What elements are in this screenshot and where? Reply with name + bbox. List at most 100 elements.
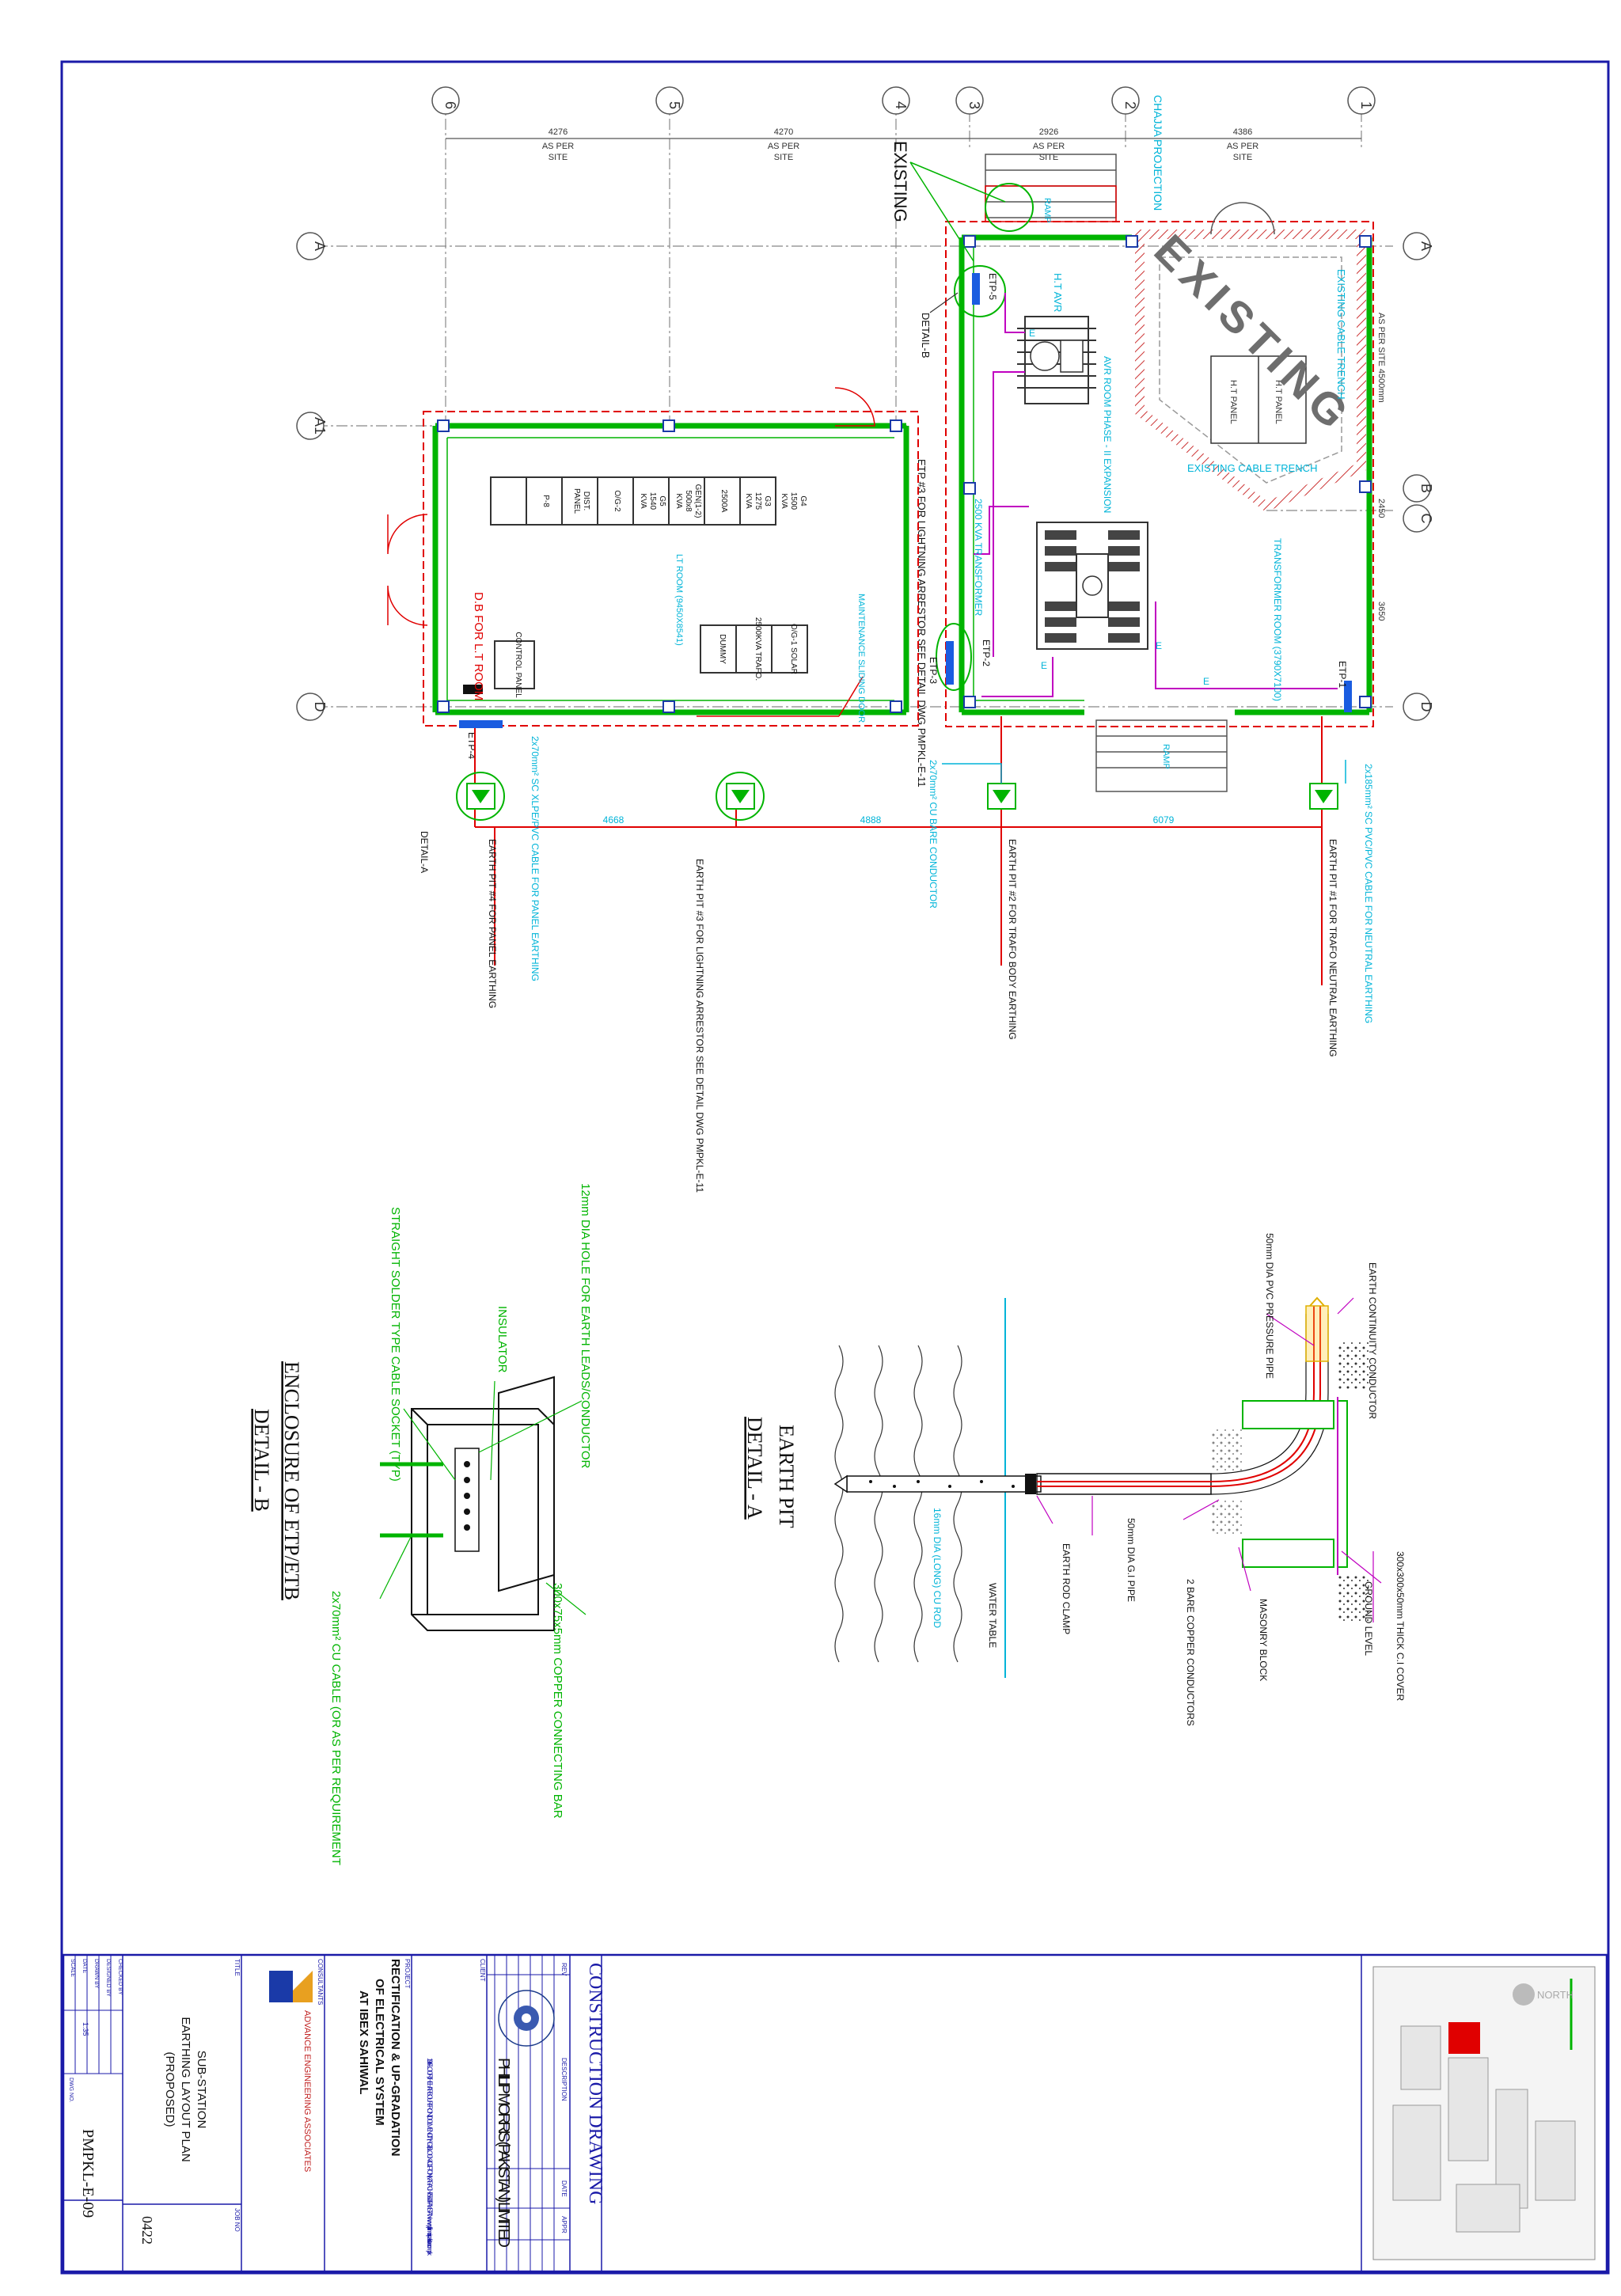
dim-4270-note: AS PER [768,142,799,151]
dim-4386-note: AS PER [1227,142,1258,151]
key-plan-highlight [1448,2022,1480,2054]
existing-trench-h: EXISTING CABLE TRENCH [1187,462,1317,474]
dim-2926-site: SITE [1039,153,1058,162]
db-lt-label: D.B FOR L.T ROOM [472,592,485,700]
consultant-logo [269,1971,313,2002]
detail-a-label: DETAIL-A [419,831,430,873]
sheet-border [60,60,1610,2275]
chajja-label: CHAJJA PROJECTION [1152,95,1164,211]
plan-right-building: H.T PANEL H.T PANEL E E E E EXISTING EXI… [890,95,1374,792]
panel-cable-label: 2x70mm² SC XLPE/PVC CABLE FOR PANEL EART… [530,736,541,981]
grid-row-A: A [312,241,328,251]
title-line-1: SUB-STATION [195,2051,208,2129]
north-arrow-icon [1513,1983,1535,2006]
panel-g5: G51540KVA [639,492,666,510]
lt-room-label: LT ROOM (9450X8541) [674,554,684,646]
etp-5-label: ETP-5 [987,273,998,300]
dist-4668: 4668 [603,814,624,825]
avr-room-label: AVR ROOM PHASE - II EXPANSION [1102,356,1113,513]
dim-2926: 2926 [1039,127,1058,137]
earth-pit-2-label: EARTH PIT #2 FOR TRAFO BODY EARTHING [1007,839,1018,1040]
detail-earth-pit: EARTH CONTINUITY CONDUCTOR 50mm DIA PVC … [743,1233,1406,1726]
client-name: PHILIP MORRIS (PAKISTAN) LIMITED [495,2058,512,2248]
lt-panels [490,476,808,689]
lbl-gi-pipe: 50mm DIA G.I PIPE [1126,1518,1137,1602]
field-scale: SCALE [70,1959,75,1977]
ht-avr-label: H.T AVR [1052,273,1064,312]
panel-dist: DIST.PANEL [572,488,590,514]
panel-g3: G31275KVA [744,492,772,510]
e-marker-1: E [1029,328,1035,339]
grid-row-A-right: A [1418,241,1434,251]
lbl-earth-continuity: EARTH CONTINUITY CONDUCTOR [1367,1262,1378,1419]
lbl-insulator: INSULATOR [495,1306,509,1373]
earth-pit-3-label: EARTH PIT #3 FOR LIGHTNING ARRESTOR SEE … [694,859,705,1193]
lbl-rod-clamp: EARTH ROD CLAMP [1061,1543,1072,1634]
title-block: REV DESCRIPTION DATE APPR CLIENT PROJECT… [62,1953,1608,2273]
client-small-label: CLIENT [479,1959,486,1982]
existing-label: EXISTING [890,141,910,222]
ramp-top-label: RAMP [1042,198,1052,223]
panel-g4: G41500KVA [780,492,807,510]
etp-5-bar [972,273,980,305]
ht-panel-1-label: H.T PANEL [1228,380,1238,424]
etp-2-bar [946,641,954,685]
panel-trafo: 2500KVA TRAFO. [754,617,762,681]
title-small-label: TITLE [233,1959,241,1976]
grid-row-B: B [1418,484,1434,493]
lbl-copper: 2 BARE COPPER CONDUCTORS [1185,1579,1196,1726]
title-line-2: EARTHING LAYOUT PLAN [179,2017,192,2161]
north-label: NORTH [1537,1989,1574,2001]
ramp-bottom-label: RAMP [1161,744,1171,769]
transformer-label: 2500 KVA TRANSFORMER [973,499,984,617]
etp-2-label: ETP-2 [981,639,992,666]
etp-title-2: DETAIL - B [250,1409,273,1512]
e-marker-2: E [1156,640,1162,651]
panel-gen: GEN(1-2)500x8KVA [674,484,702,518]
etp-1-label: ETP-1 [1337,661,1348,688]
control-panel-label: CONTROL PANEL [514,632,522,698]
avr-equipment [1017,316,1096,404]
grid-row-C: C [1418,514,1434,524]
panel-2500a: 2500A [719,490,728,513]
e-marker-4: E [1041,660,1047,671]
consultants-small-label: CONSULTANTS [317,1959,324,2005]
grid-col-6: 6 [442,101,458,109]
lbl-masonry: MASONRY BLOCK [1258,1599,1269,1681]
lbl-ci-cover: 300x300x50mm THICK C.I COVER [1395,1551,1406,1702]
key-plan: NORTH [1372,1966,1596,2260]
grid-col-1: 1 [1358,101,1374,109]
field-scale-value: 1:35 [82,2022,89,2036]
jobno-small-label: JOB NO [233,2208,241,2232]
detail-etp-enclosure: 12mm DIA HOLE FOR EARTH LEADS/CONDUCTOR … [250,1183,592,1865]
grid-row-A1: A1 [312,417,328,435]
dim-4386: 4386 [1233,127,1252,137]
project-line-2: OF ELECTRICAL SYSTEM [373,1979,386,2126]
bare-conductor-label: 2x70mm² CU BARE CONDUCTOR [928,760,939,909]
field-designed: DESIGNED BY [105,1959,111,1997]
panel-og2: O/G-2 [613,490,621,512]
dim-4270: 4270 [774,127,793,137]
panel-p8: P-8 [541,495,550,507]
earth-pit-4-label: EARTH PIT #4 FOR PANEL EARTHING [487,839,498,1008]
date-label: DATE [560,2180,568,2197]
project-line-1: RECTIFICATION & UP-GRADATION [389,1959,402,2156]
grid: 4276 AS PER SITE 4270 AS PER SITE 2926 A… [296,86,1434,721]
maintenance-door-label: MAINTENANCE SLIDING DOOR [856,594,866,723]
dim-4386-site: SITE [1233,153,1252,162]
grid-col-5: 5 [666,101,682,109]
project-line-3: AT IBEX SAHIWAL [357,1990,370,2094]
lbl-ground-level: GROUND LEVEL [1363,1581,1374,1656]
lbl-hole: 12mm DIA HOLE FOR EARTH LEADS/CONDUCTOR [579,1183,592,1469]
dist-6079: 6079 [1153,814,1175,825]
lbl-bar: 300x75x5mm COPPER CONNECTING BAR [551,1583,564,1819]
desc-label: DESCRIPTION [560,2058,568,2101]
lbl-socket: STRAIGHT SOLDER TYPE CABLE SOCKET (TYP) [389,1207,402,1482]
side-dim-4500: AS PER SITE 4500mm [1376,313,1386,403]
etp-title-1: ENCLOSURE OF ETP/ETB [280,1361,303,1600]
job-no: 0422 [139,2216,155,2245]
dim-4270-site: SITE [774,153,793,162]
transformer-equipment [1036,522,1148,650]
grid-col-3: 3 [966,101,982,109]
